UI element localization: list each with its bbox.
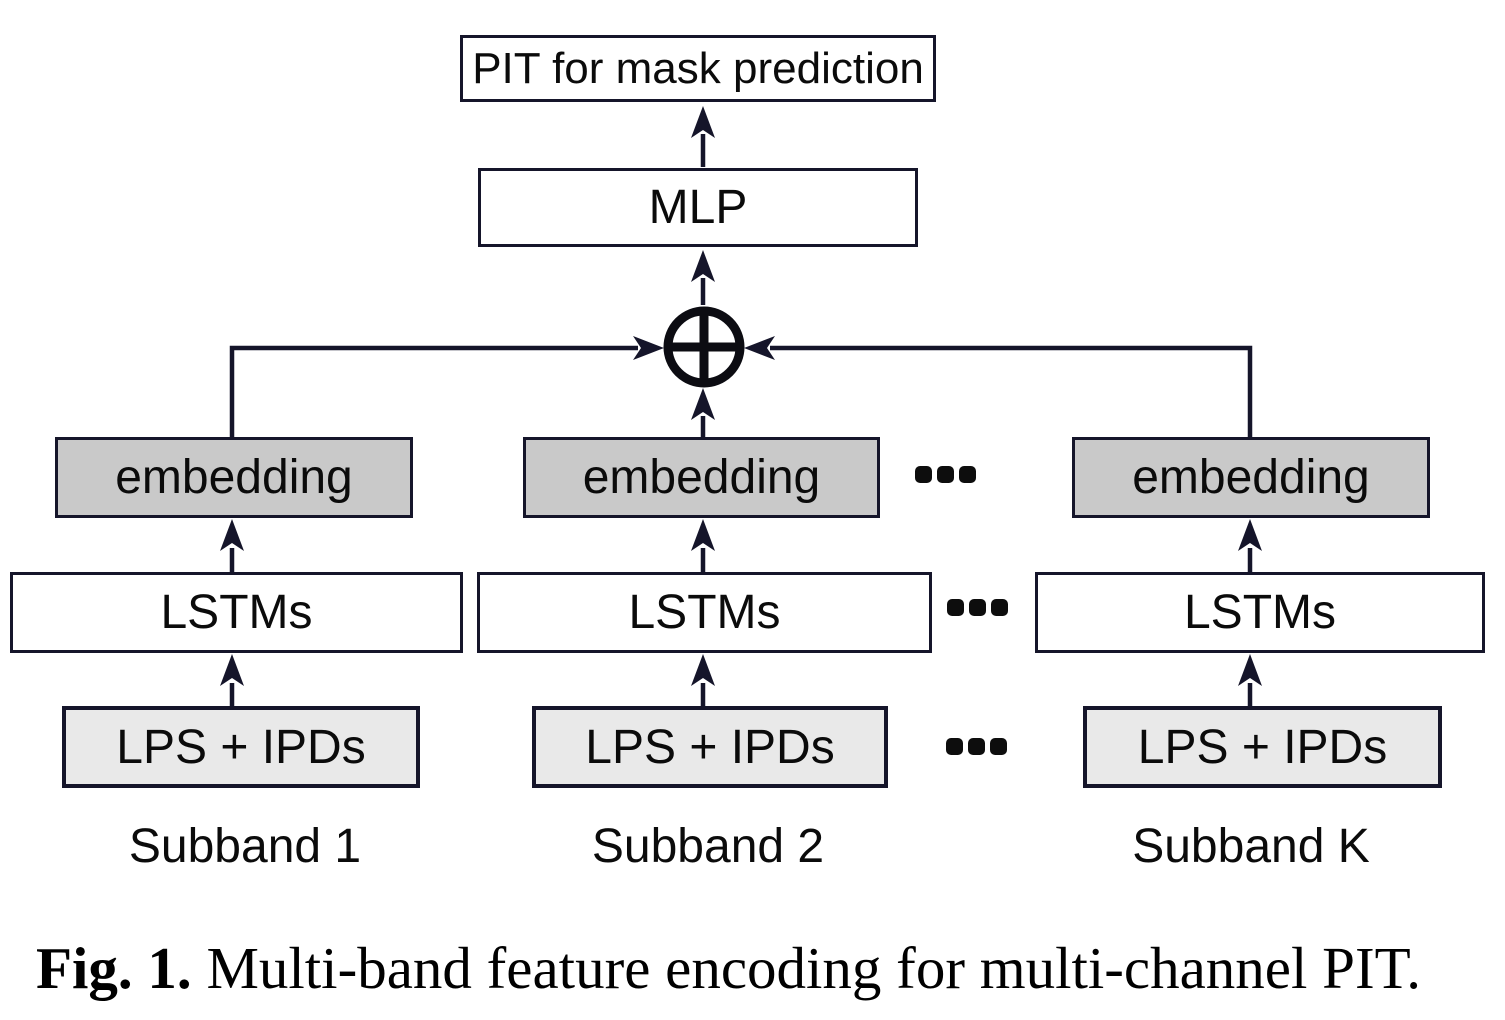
- figure-caption: Fig. 1. Multi-band feature encoding for …: [36, 934, 1486, 1003]
- arrow-up-icon: [1238, 654, 1262, 706]
- arrow-up-icon: [220, 654, 244, 706]
- lstms-box-subband1: LSTMs: [10, 572, 463, 653]
- dot: [968, 738, 985, 755]
- arrow-up-icon: [1238, 519, 1262, 572]
- embedding-box-subband1: embedding: [55, 437, 413, 518]
- mlp-box: MLP: [478, 168, 918, 247]
- dot: [959, 466, 976, 483]
- lps-ipds-box-subbandK: LPS + IPDs: [1083, 706, 1442, 788]
- dot: [969, 599, 986, 616]
- arrow-up-icon: [220, 519, 244, 572]
- embedding-box-subband2: embedding: [523, 437, 880, 518]
- ellipsis-icon: [946, 738, 1007, 755]
- caption-text: Multi-band feature encoding for multi-ch…: [191, 935, 1422, 1001]
- dot: [990, 738, 1007, 755]
- lps-ipds-box-subband1: LPS + IPDs: [62, 706, 420, 788]
- arrow-up-icon: [691, 106, 715, 167]
- pit-output-box: PIT for mask prediction: [460, 35, 936, 102]
- ellipsis-icon: [947, 599, 1008, 616]
- subband-1-label: Subband 1: [128, 819, 362, 873]
- dot: [991, 599, 1008, 616]
- lps-ipds-box-subband2: LPS + IPDs: [532, 706, 888, 788]
- lstms-box-subbandK: LSTMs: [1035, 572, 1485, 653]
- lstms-box-subband2: LSTMs: [477, 572, 932, 653]
- arrow-right-icon: [229, 336, 664, 437]
- ellipsis-icon: [915, 466, 976, 483]
- arrow-up-icon: [691, 519, 715, 572]
- arrow-left-icon: [744, 336, 1253, 437]
- arrow-up-icon: [691, 388, 715, 437]
- subband-K-label: Subband K: [1132, 819, 1370, 873]
- circle-plus-icon: [663, 306, 745, 388]
- embedding-box-subbandK: embedding: [1072, 437, 1430, 518]
- dot: [947, 599, 964, 616]
- dot: [937, 466, 954, 483]
- arrow-up-icon: [691, 250, 715, 305]
- dot: [946, 738, 963, 755]
- dot: [915, 466, 932, 483]
- figure-number: Fig. 1.: [36, 935, 192, 1001]
- subband-2-label: Subband 2: [591, 819, 825, 873]
- arrow-up-icon: [691, 654, 715, 706]
